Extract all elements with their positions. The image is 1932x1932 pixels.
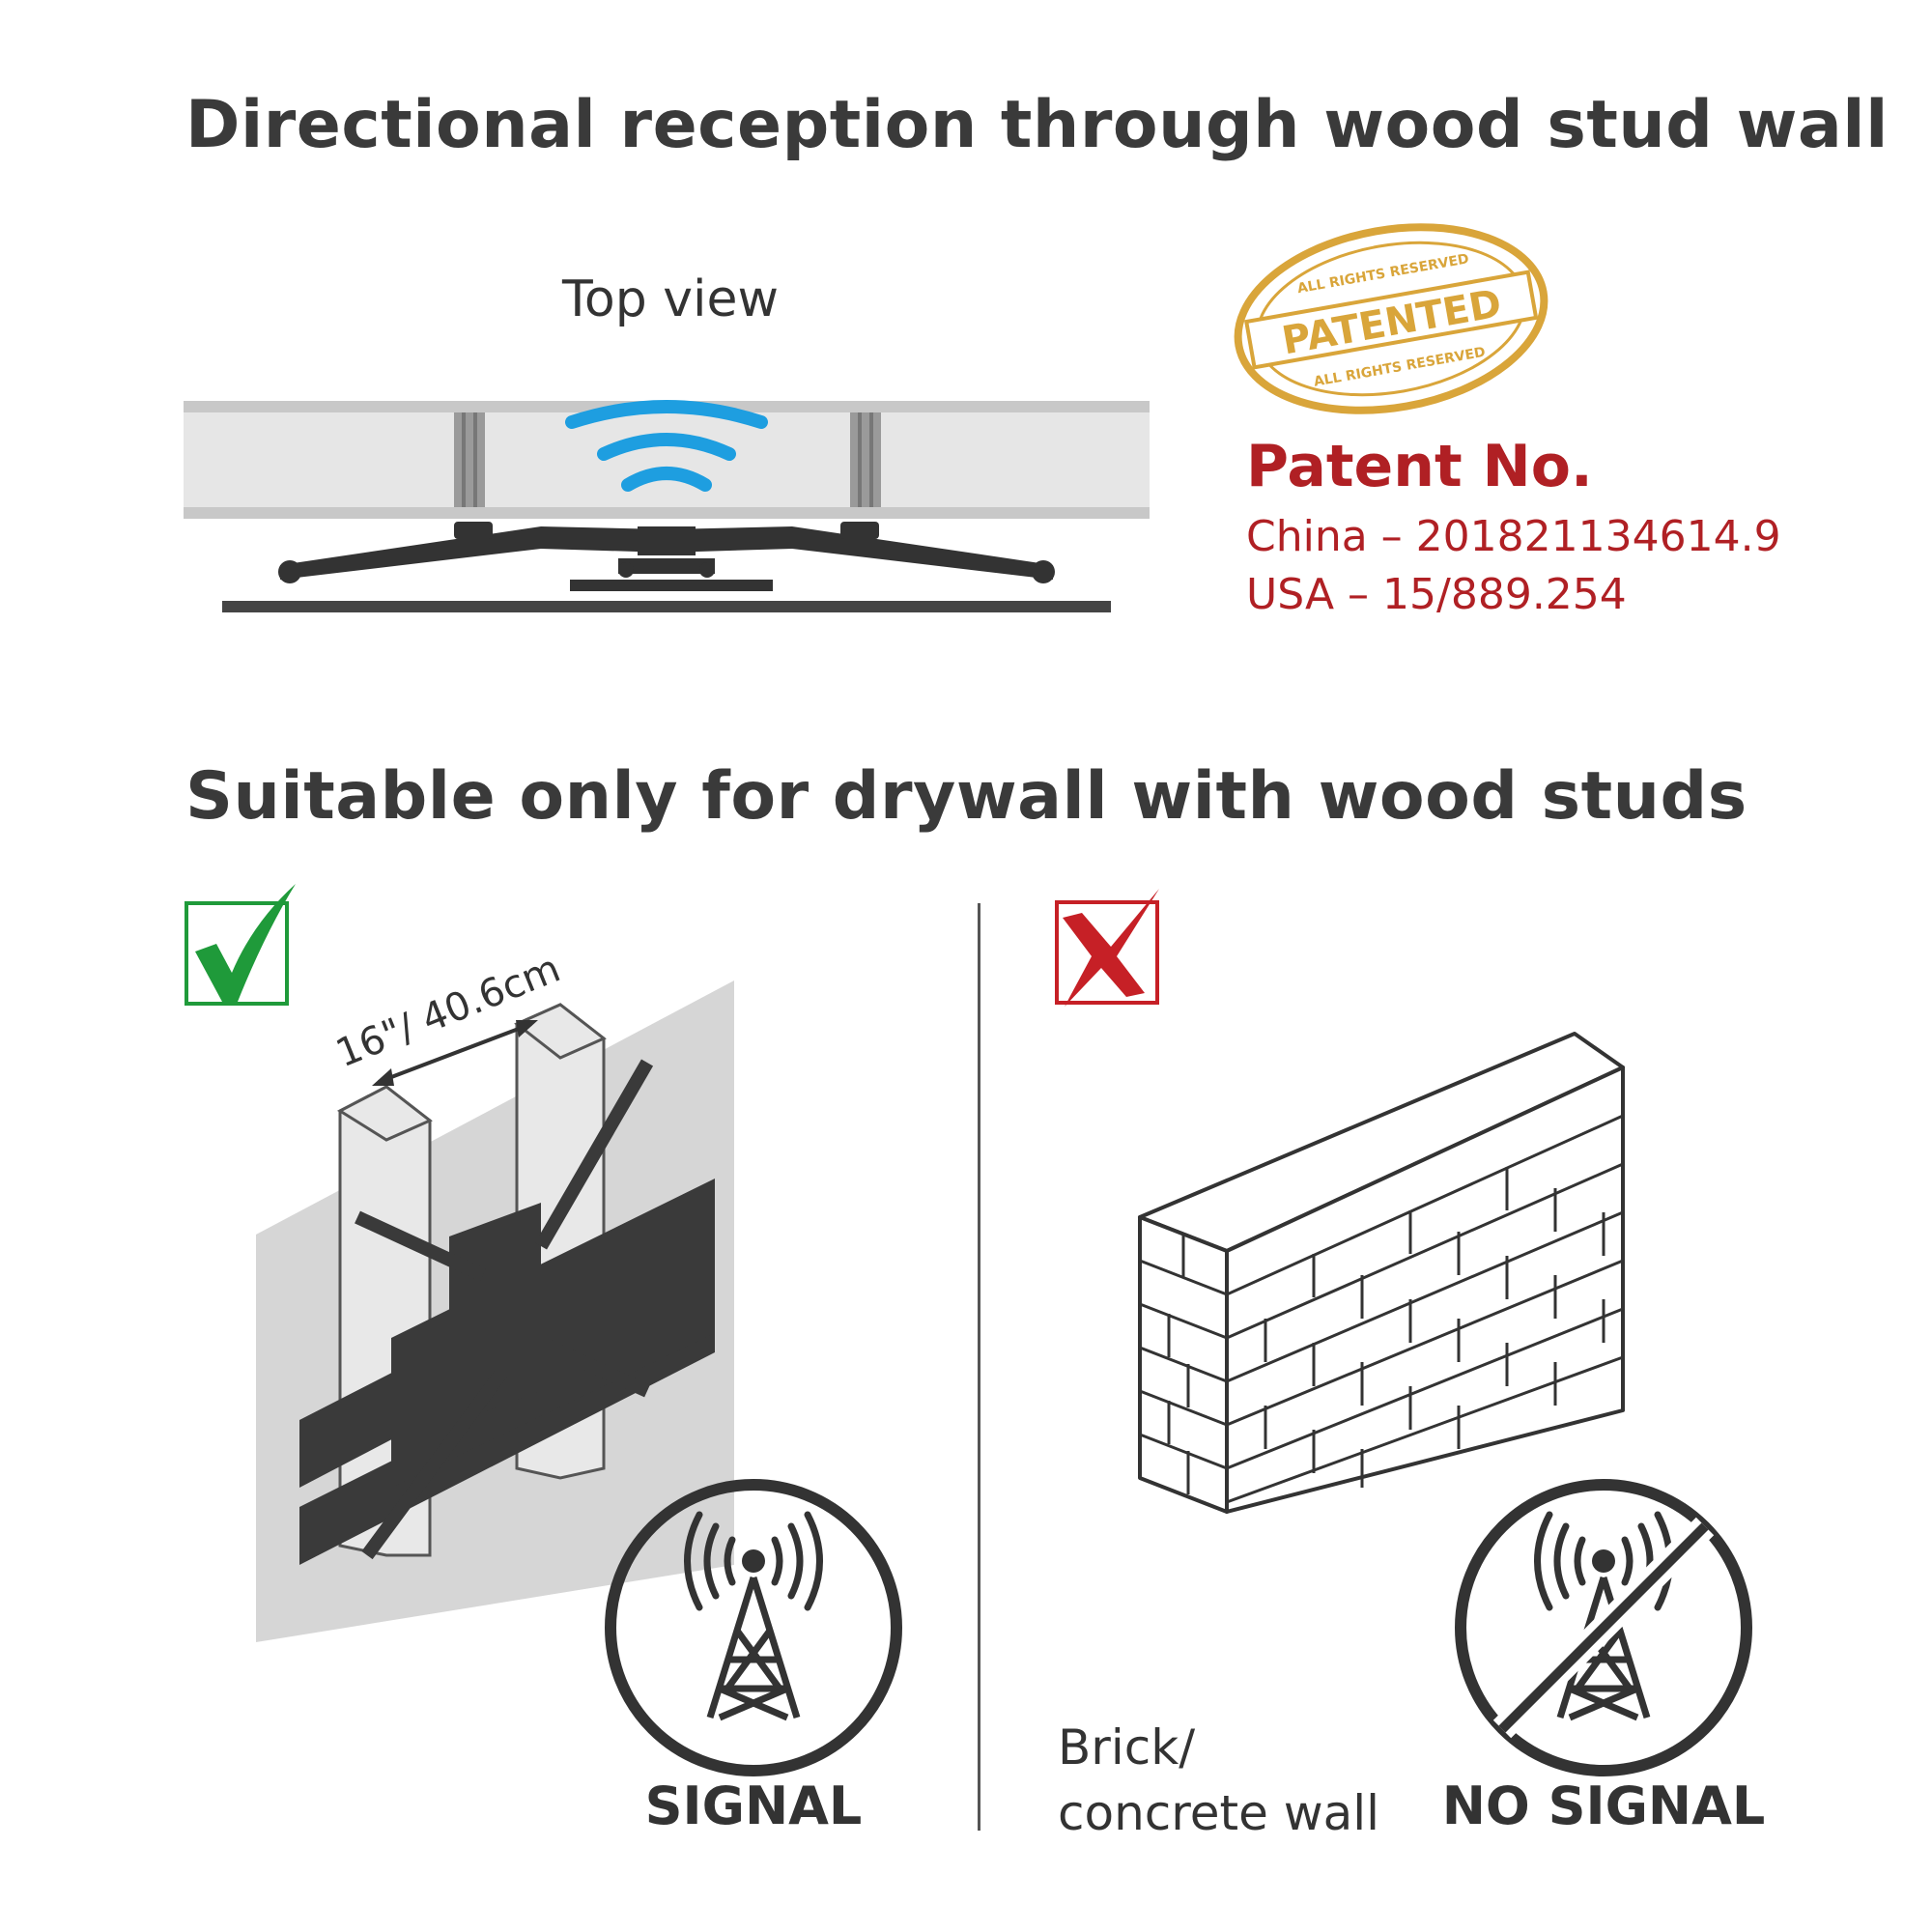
main-heading: Directional reception through wood stud … <box>185 87 1889 163</box>
wifi-signal-icon <box>565 400 768 492</box>
patent-title: Patent No. <box>1246 433 1593 500</box>
tv-panel-top-view <box>222 601 1111 612</box>
brick-wall-label-line2: concrete wall <box>1058 1785 1380 1841</box>
brick-wall-label-line1: Brick/ <box>1058 1719 1196 1776</box>
no-signal-tower-icon <box>1455 1479 1752 1776</box>
mount-arms-top-view <box>278 522 1055 591</box>
stud-left <box>454 412 485 507</box>
antenna-tower-icon <box>605 1479 902 1776</box>
panel-divider <box>978 903 980 1831</box>
drywall-mount-illustration: 16"/ 40.6cm <box>256 947 734 1642</box>
patent-china: China – 201821134614.9 <box>1246 512 1781 561</box>
section-heading: Suitable only for drywall with wood stud… <box>185 758 1747 835</box>
signal-label: SIGNAL <box>644 1776 863 1836</box>
top-view-label: Top view <box>562 270 780 328</box>
tv-mount-bracket <box>299 1059 715 1565</box>
red-cross-icon <box>1055 889 1159 1007</box>
brick-wall-illustration <box>1138 1032 1625 1514</box>
no-signal-label: NO SIGNAL <box>1441 1776 1766 1836</box>
green-check-icon <box>185 884 296 1006</box>
wall-section <box>184 401 1150 519</box>
patented-stamp: PATENTED ALL RIGHTS RESERVED ALL RIGHTS … <box>1234 223 1548 414</box>
stud-right <box>850 412 881 507</box>
top-view-diagram <box>184 400 1150 612</box>
patent-usa: USA – 15/889.254 <box>1246 570 1627 619</box>
